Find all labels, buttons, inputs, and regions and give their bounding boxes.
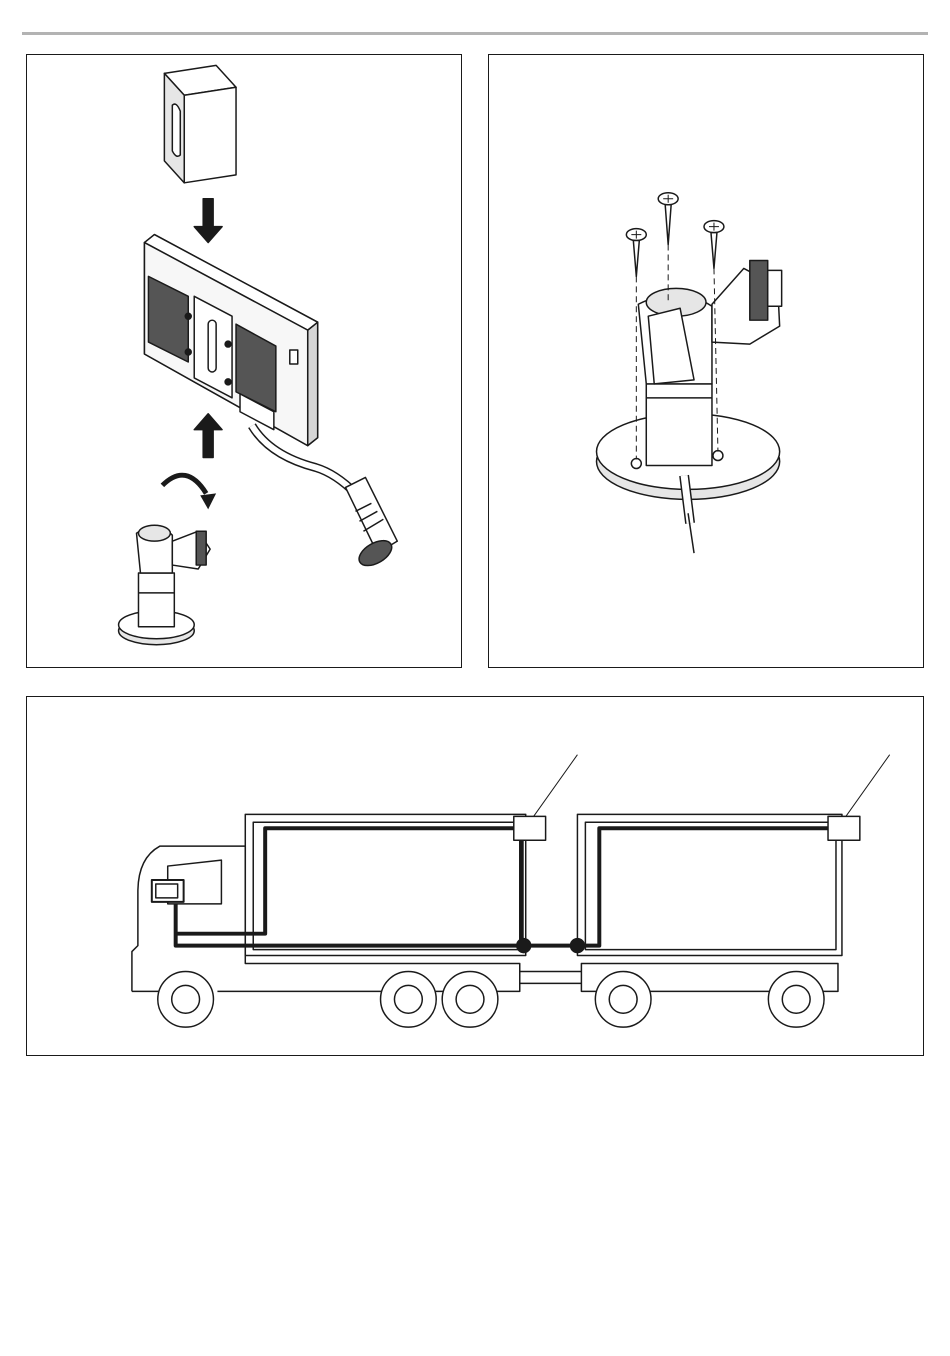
wiring-harness	[176, 826, 844, 945]
monitor-icon	[152, 880, 184, 902]
junction-dot-icon	[570, 939, 584, 953]
bracket-clip-icon	[164, 65, 236, 182]
monitor-mounting-drawing	[27, 55, 461, 667]
truck-icon	[132, 814, 526, 1027]
up-arrow-icon	[194, 414, 222, 458]
trailer-icon	[577, 814, 842, 1027]
header-rule	[22, 32, 928, 35]
figure-truck-trailer-wiring	[26, 696, 924, 1056]
down-arrow-icon	[194, 199, 222, 243]
truck-trailer-wiring-drawing	[27, 697, 923, 1055]
rotate-arrow-icon	[162, 475, 206, 493]
cable-connector-icon	[252, 426, 397, 571]
figure-monitor-mounting	[26, 54, 462, 668]
monitor-icon	[144, 235, 317, 446]
screw-icon	[658, 193, 678, 304]
camera-icon	[514, 755, 578, 841]
figure-stand-screw-mounting	[488, 54, 924, 668]
camera-icon	[828, 755, 890, 841]
stand-screw-mounting-drawing	[489, 55, 923, 667]
mount-stand-icon	[119, 525, 211, 644]
mount-stand-icon	[597, 260, 782, 499]
junction-dot-icon	[517, 939, 531, 953]
